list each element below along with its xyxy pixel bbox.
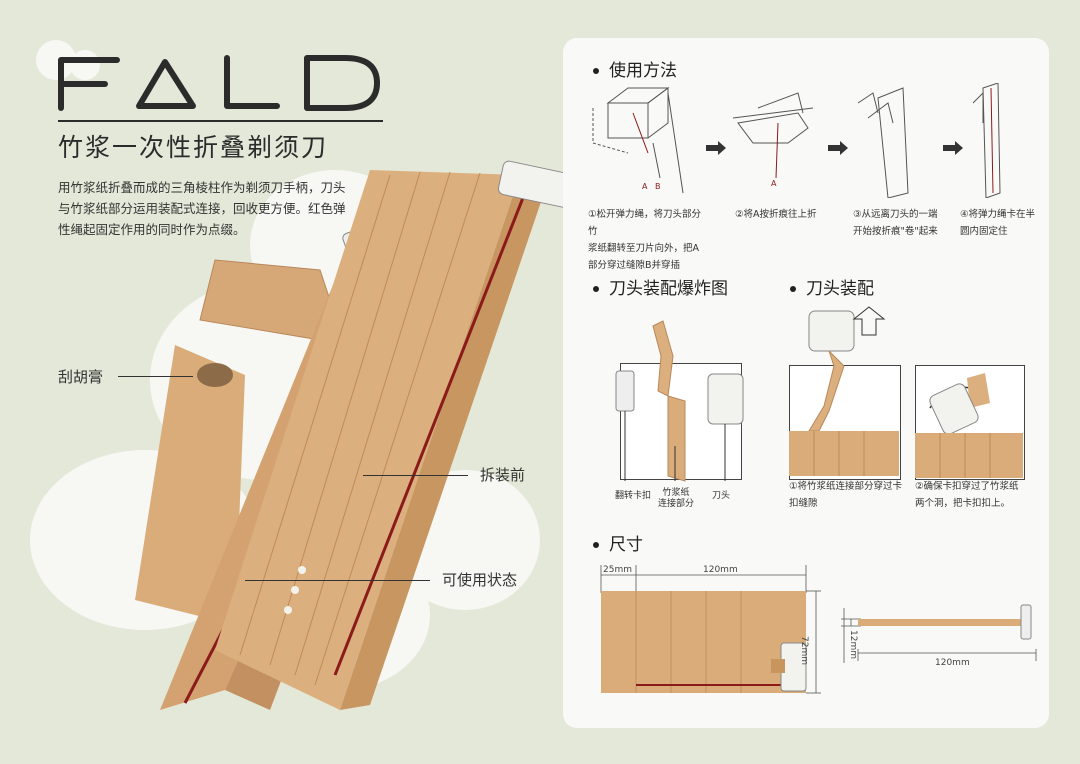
logo-graphic: [58, 55, 380, 111]
exploded-label-blade-head: 刀头: [712, 491, 731, 501]
assembly-caption-line: ①将竹浆纸连接部分穿过卡: [789, 481, 903, 492]
notch-hole: [291, 586, 299, 594]
step-line: 部分穿过缝隙B并穿插: [588, 260, 681, 271]
description: 用竹浆纸折叠而成的三角棱柱作为剃须刀手柄，刀头 与竹浆纸部分运用装配式连接，回收…: [58, 177, 346, 240]
bg-blob: [70, 50, 100, 80]
step-caption: ①松开弹力绳，将刀头部分竹 浆纸翻转至刀片向外，把A 部分穿过缝隙B并穿插: [588, 206, 708, 274]
step-caption: ③从远离刀头的一端 开始按折痕"卷"起来: [853, 206, 938, 240]
step-line: 浆纸翻转至刀片向外，把A: [588, 243, 699, 254]
step-line: ②将A按折痕往上折: [735, 209, 817, 220]
section-exploded: 刀头装配爆炸图: [593, 274, 728, 299]
dim-25mm: 25mm: [603, 565, 632, 575]
leader-line: [245, 580, 430, 581]
bullet-dot: [790, 286, 796, 292]
dim-12mm: 12mm: [848, 630, 858, 659]
cream-flap: [199, 259, 331, 341]
arrow-right-icon: [828, 141, 848, 155]
section-usage-title: 使用方法: [609, 61, 677, 81]
usage-diagram: A B A: [592, 83, 1001, 198]
usage-letter-b: B: [655, 182, 661, 191]
flat-cord: [333, 179, 532, 676]
leader-line: [363, 475, 468, 476]
step-line: ④将弹力绳卡在半: [960, 209, 1036, 220]
step-line: ①松开弹力绳，将刀头部分竹: [588, 209, 702, 237]
exploded-label-line: 连接部分: [658, 499, 695, 509]
bullet-dot: [593, 286, 599, 292]
label-cream: 刮胡膏: [58, 368, 104, 386]
flat-creases: [239, 171, 481, 686]
flat-sheet-side: [340, 175, 545, 710]
notch-hole: [298, 566, 306, 574]
section-assembly-title: 刀头装配: [806, 279, 874, 299]
exploded-graphic: [615, 320, 744, 482]
dim-120mm-b: 120mm: [935, 658, 970, 668]
subtitle: 竹浆一次性折叠剃须刀: [58, 133, 329, 162]
usage-letter-a: A: [642, 182, 648, 191]
assembly-caption-line: 两个洞，把卡扣扣上。: [915, 498, 1011, 509]
notch-hole: [284, 606, 292, 614]
cream-tube-opening: [197, 363, 233, 387]
assembly-caption: ②确保卡扣穿过了竹浆纸 两个洞，把卡扣扣上。: [915, 478, 1019, 512]
leader-line: [118, 376, 193, 377]
description-line: 性绳起固定作用的同时作为点缀。: [58, 222, 246, 237]
section-exploded-title: 刀头装配爆炸图: [609, 279, 728, 299]
bullet-dot: [593, 68, 599, 74]
cream-tube: [135, 345, 245, 625]
step-line: 开始按折痕"卷"起来: [853, 226, 938, 237]
product-render: [135, 160, 583, 710]
bullet-dot: [593, 542, 599, 548]
section-size: 尺寸: [593, 530, 643, 555]
logo: [55, 52, 385, 114]
instruction-panel: 使用方法 A B A: [563, 38, 1049, 728]
assembly-graphic-2: [915, 373, 1023, 478]
exploded-label-flip-buckle: 翻转卡扣: [615, 491, 652, 501]
arrow-right-icon: [706, 141, 726, 155]
label-before-assembly: 拆装前: [480, 466, 526, 484]
assembly-graphic-1: [789, 306, 899, 476]
step-line: 圆内固定住: [960, 226, 1008, 237]
arrow-right-icon: [943, 141, 963, 155]
size-diagram: [600, 565, 1037, 694]
step-caption: ④将弹力绳卡在半 圆内固定住: [960, 206, 1035, 240]
description-line: 与竹浆纸部分运用装配式连接，回收更方便。红色弹: [58, 201, 346, 216]
logo-underline: [58, 120, 383, 122]
section-size-title: 尺寸: [609, 535, 643, 555]
label-usable-state: 可使用状态: [442, 571, 518, 589]
exploded-label-line: 竹浆纸: [662, 488, 690, 498]
dim-120mm-a: 120mm: [703, 565, 738, 575]
step-caption: ②将A按折痕往上折: [735, 206, 817, 223]
description-line: 用竹浆纸折叠而成的三角棱柱作为剃须刀手柄，刀头: [58, 180, 346, 195]
exploded-label-paper: 竹浆纸 连接部分: [658, 488, 694, 510]
step-line: ③从远离刀头的一端: [853, 209, 938, 220]
section-assembly: 刀头装配: [790, 274, 874, 299]
usage-letter-a2: A: [771, 179, 777, 188]
dim-72mm: 72mm: [799, 636, 809, 665]
assembly-caption-line: 扣缝隙: [789, 498, 818, 509]
assembly-caption: ①将竹浆纸连接部分穿过卡 扣缝隙: [789, 478, 902, 512]
assembly-caption-line: ②确保卡扣穿过了竹浆纸: [915, 481, 1019, 492]
section-usage: 使用方法: [593, 56, 677, 81]
